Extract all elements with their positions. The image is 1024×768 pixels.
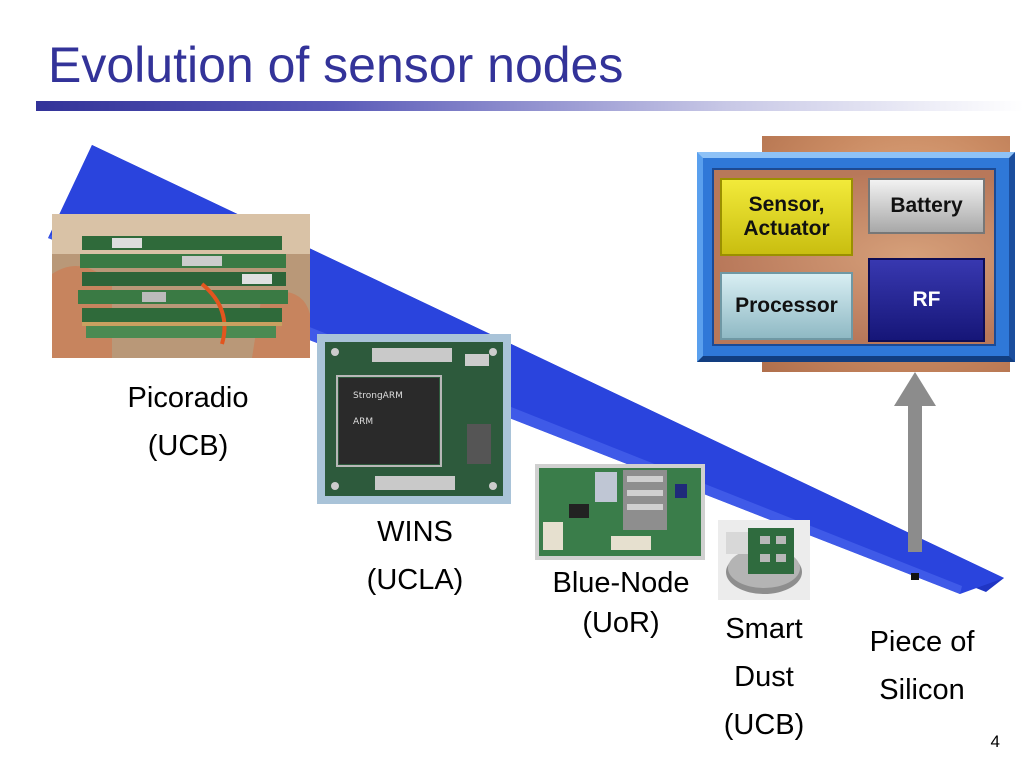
blue-node-label: Blue-Node (UoR) (534, 563, 708, 643)
node-org: (UCLA) (366, 564, 464, 596)
node-name: WINS (377, 516, 453, 548)
slide-title: Evolution of sensor nodes (48, 37, 624, 93)
up-arrow-icon (894, 372, 936, 552)
sensor-actuator-label: Sensor, Actuator (743, 193, 830, 240)
node-org: (UCB) (723, 709, 805, 741)
smart-dust-label: Smart Dust (UCB) (700, 605, 828, 749)
sensor-actuator-block: Sensor, Actuator (720, 178, 853, 256)
picoradio-photo (52, 214, 310, 358)
processor-label: Processor (735, 294, 838, 317)
wins-photo: StrongARM ARM (317, 334, 511, 504)
node-name-line1: Piece of (869, 626, 975, 658)
title-underline (36, 101, 1024, 111)
node-name: Picoradio (127, 382, 249, 414)
node-name-line2: Dust (734, 661, 794, 693)
node-name-line2: Silicon (879, 674, 965, 706)
processor-block: Processor (720, 272, 853, 340)
wins-label: WINS (UCLA) (340, 508, 490, 604)
battery-block: Battery (868, 178, 985, 234)
battery-label: Battery (890, 194, 963, 217)
silicon-label: Piece of Silicon (848, 618, 996, 714)
rf-block: RF (868, 258, 985, 342)
rf-label: RF (912, 288, 941, 311)
silicon-dot (911, 573, 919, 580)
slide-number: 4 (990, 732, 1000, 751)
svg-text:ARM: ARM (353, 417, 373, 427)
node-name-line1: Smart (725, 613, 803, 645)
picoradio-label: Picoradio (UCB) (108, 374, 268, 470)
node-name: Blue-Node (552, 567, 690, 599)
blue-node-photo (535, 464, 705, 560)
svg-text:StrongARM: StrongARM (353, 391, 403, 401)
smart-dust-photo (718, 520, 810, 600)
node-org: (UoR) (582, 607, 660, 639)
node-org: (UCB) (147, 430, 229, 462)
